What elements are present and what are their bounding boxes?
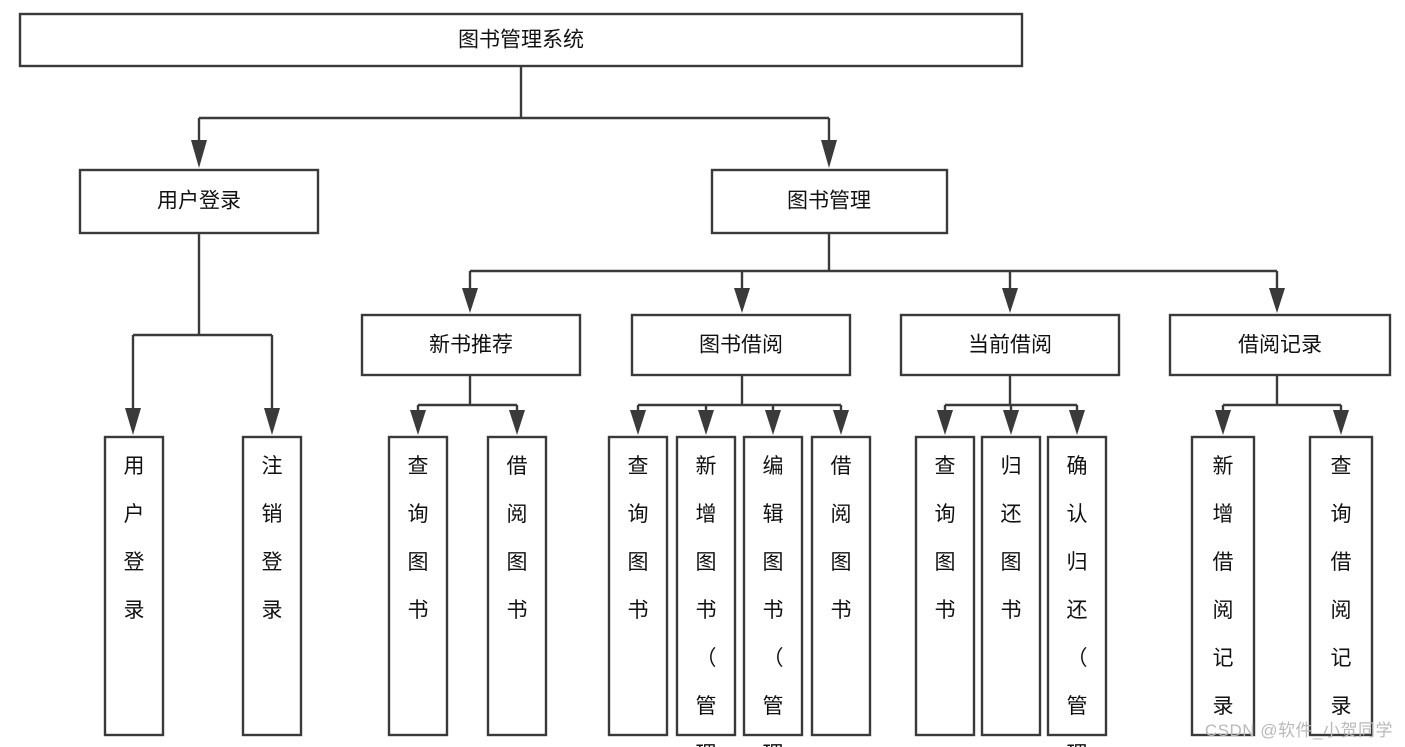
leaf-label-book-borrow-2: 新增图书（管理员） bbox=[696, 455, 717, 747]
connector-group-user-login bbox=[125, 233, 280, 435]
node-book-manage-label: 图书管理 bbox=[787, 190, 871, 213]
leaf-label-user-login-2: 注销登录 bbox=[262, 455, 283, 622]
leaf-label-book-borrow-1: 查询图书 bbox=[628, 455, 649, 622]
arrow-head-bookmanage-4 bbox=[1269, 288, 1285, 313]
node-new-book-recommend[interactable]: 新书推荐 bbox=[360, 313, 582, 377]
arrow-head-bookmanage-1 bbox=[462, 288, 478, 313]
node-current-borrow-box[interactable] bbox=[899, 313, 1121, 377]
leaf-box-user-login-1[interactable] bbox=[103, 435, 165, 737]
leaf-node-new-book-2[interactable]: 借阅图书 bbox=[486, 435, 548, 737]
leaf-box-borrow-record-2[interactable] bbox=[1308, 435, 1374, 737]
connector-group-root bbox=[191, 66, 837, 168]
leaf-node-borrow-record-2[interactable]: 查询借阅记录 bbox=[1308, 435, 1374, 737]
node-book-borrow[interactable]: 图书借阅 bbox=[630, 313, 852, 377]
arrow-head-bookborrow-2 bbox=[698, 410, 714, 435]
arrow-head-currentborrow-3 bbox=[1069, 410, 1085, 435]
node-user-login[interactable]: 用户登录 bbox=[78, 168, 320, 235]
node-current-borrow-label: 当前借阅 bbox=[968, 334, 1052, 357]
leaf-box-book-borrow-4[interactable] bbox=[810, 435, 872, 737]
leaf-node-user-login-1[interactable]: 用户登录 bbox=[103, 435, 165, 737]
leaf-node-borrow-record-1[interactable]: 新增借阅记录 bbox=[1190, 435, 1256, 737]
leaf-node-user-login-2[interactable]: 注销登录 bbox=[241, 435, 303, 737]
node-user-login-box[interactable] bbox=[78, 168, 320, 235]
node-new-book-recommend-box[interactable] bbox=[360, 313, 582, 377]
leaf-box-book-borrow-3[interactable] bbox=[742, 435, 804, 737]
arrow-head-bookborrow-4 bbox=[833, 410, 849, 435]
arrow-head-root-2 bbox=[821, 140, 837, 168]
node-current-borrow[interactable]: 当前借阅 bbox=[899, 313, 1121, 377]
node-book-borrow-box[interactable] bbox=[630, 313, 852, 377]
arrow-head-borrowrecord-1 bbox=[1215, 410, 1231, 435]
leaf-box-new-book-2[interactable] bbox=[486, 435, 548, 737]
node-user-login-label: 用户登录 bbox=[157, 190, 241, 213]
leaf-box-borrow-record-1[interactable] bbox=[1190, 435, 1256, 737]
leaf-box-new-book-1[interactable] bbox=[387, 435, 449, 737]
arrow-head-userlogin-2 bbox=[264, 408, 280, 435]
arrow-head-root-1 bbox=[191, 140, 207, 168]
csdn-watermark: CSDN @软件_小贺同学 bbox=[1204, 721, 1393, 740]
leaf-label-user-login-1: 用户登录 bbox=[124, 455, 145, 622]
leaf-label-book-borrow-4: 借阅图书 bbox=[831, 455, 852, 622]
leaf-label-current-borrow-1: 查询图书 bbox=[935, 455, 956, 622]
connector-group-current-borrow bbox=[937, 375, 1085, 435]
arrow-head-bookmanage-2 bbox=[734, 288, 750, 313]
arrow-head-bookmanage-3 bbox=[1002, 288, 1018, 313]
arrow-head-newbook-1 bbox=[410, 410, 426, 435]
arrow-head-newbook-2 bbox=[509, 410, 525, 435]
leaf-box-book-borrow-1[interactable] bbox=[607, 435, 669, 737]
leaf-node-current-borrow-3[interactable]: 确认归还（管理员） bbox=[1046, 435, 1108, 747]
leaf-label-borrow-record-1: 新增借阅记录 bbox=[1213, 455, 1234, 718]
leaf-box-book-borrow-2[interactable] bbox=[675, 435, 737, 737]
node-root-label: 图书管理系统 bbox=[458, 29, 584, 52]
node-root[interactable]: 图书管理系统 bbox=[18, 12, 1024, 68]
leaf-node-book-borrow-3[interactable]: 编辑图书（管理员） bbox=[742, 435, 804, 747]
arrow-head-userlogin-1 bbox=[125, 408, 141, 435]
leaf-node-current-borrow-1[interactable]: 查询图书 bbox=[914, 435, 976, 737]
node-borrow-record[interactable]: 借阅记录 bbox=[1168, 313, 1392, 377]
connector-group-book-borrow bbox=[630, 375, 849, 435]
arrow-head-currentborrow-2 bbox=[1003, 410, 1019, 435]
node-book-manage-box[interactable] bbox=[710, 168, 949, 235]
leaf-label-new-book-2: 借阅图书 bbox=[507, 455, 528, 622]
arrow-head-borrowrecord-2 bbox=[1333, 410, 1349, 435]
arrow-head-bookborrow-3 bbox=[765, 410, 781, 435]
leaf-node-book-borrow-1[interactable]: 查询图书 bbox=[607, 435, 669, 737]
node-borrow-record-label: 借阅记录 bbox=[1238, 334, 1322, 357]
leaf-box-current-borrow-1[interactable] bbox=[914, 435, 976, 737]
arrow-head-bookborrow-1 bbox=[630, 410, 646, 435]
leaf-label-book-borrow-3: 编辑图书（管理员） bbox=[763, 455, 784, 747]
leaf-label-current-borrow-2: 归还图书 bbox=[1001, 455, 1022, 622]
leaf-box-user-login-2[interactable] bbox=[241, 435, 303, 737]
leaf-label-current-borrow-3: 确认归还（管理员） bbox=[1067, 455, 1088, 747]
node-borrow-record-box[interactable] bbox=[1168, 313, 1392, 377]
connector-group-new-book bbox=[410, 375, 525, 435]
connector-group-borrow-record bbox=[1215, 375, 1349, 435]
leaf-node-current-borrow-2[interactable]: 归还图书 bbox=[980, 435, 1042, 737]
node-new-book-recommend-label: 新书推荐 bbox=[429, 334, 513, 357]
node-book-borrow-label: 图书借阅 bbox=[699, 334, 783, 357]
connector-group-book-manage bbox=[462, 233, 1285, 313]
leaf-box-current-borrow-3[interactable] bbox=[1046, 435, 1108, 737]
arrow-head-currentborrow-1 bbox=[937, 410, 953, 435]
leaf-label-borrow-record-2: 查询借阅记录 bbox=[1331, 455, 1352, 718]
leaf-node-new-book-1[interactable]: 查询图书 bbox=[387, 435, 449, 737]
leaf-node-book-borrow-4[interactable]: 借阅图书 bbox=[810, 435, 872, 737]
leaf-box-current-borrow-2[interactable] bbox=[980, 435, 1042, 737]
node-root-box[interactable] bbox=[18, 12, 1024, 68]
leaf-node-book-borrow-2[interactable]: 新增图书（管理员） bbox=[675, 435, 737, 747]
leaf-label-new-book-1: 查询图书 bbox=[408, 455, 429, 622]
node-book-manage[interactable]: 图书管理 bbox=[710, 168, 949, 235]
